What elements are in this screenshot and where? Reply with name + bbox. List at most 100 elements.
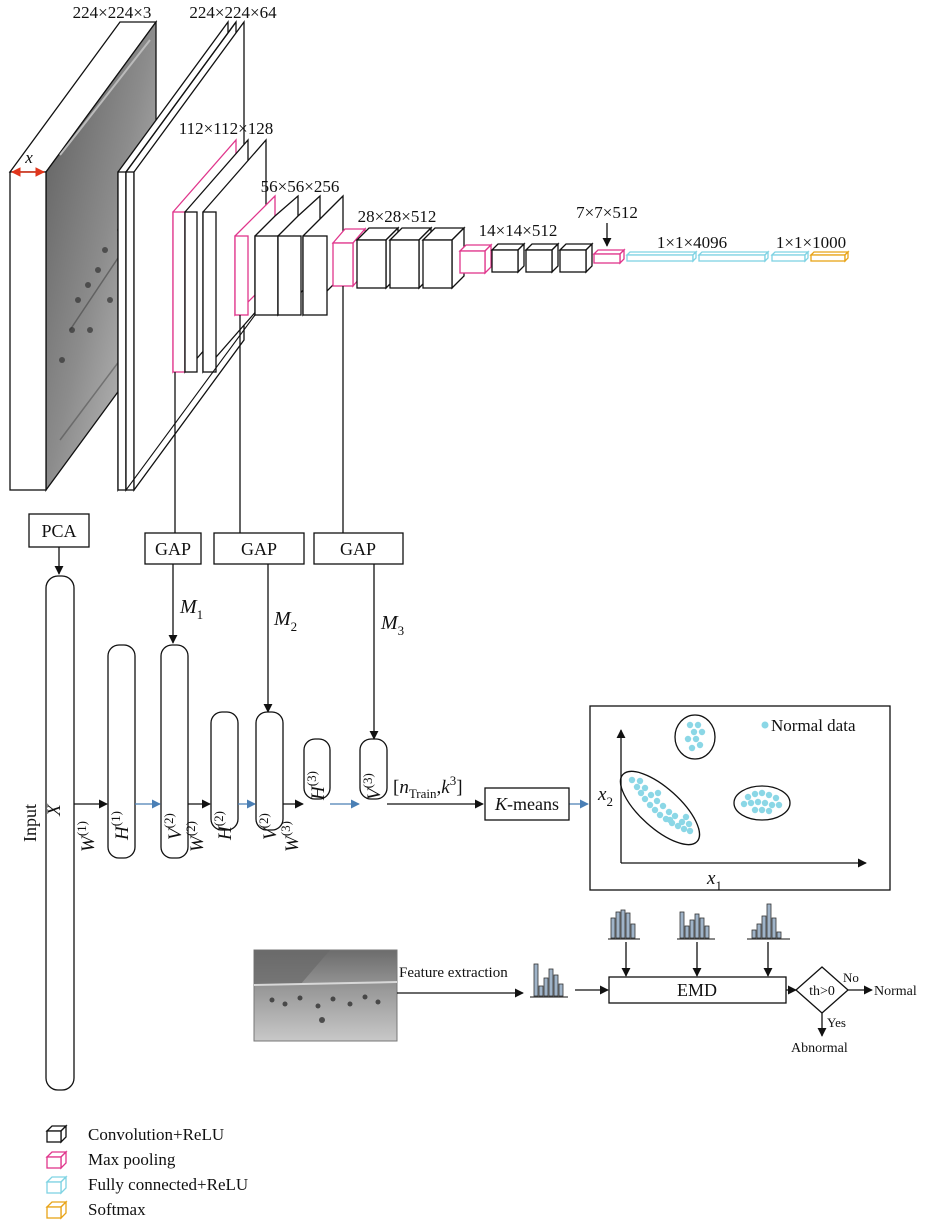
max-pool-5 xyxy=(594,250,624,263)
normal-data-point xyxy=(695,722,701,728)
normal-data-point xyxy=(629,777,635,783)
x-column-label: X xyxy=(44,803,65,817)
v2-column-2 xyxy=(256,712,283,830)
normal-data-point xyxy=(766,808,772,814)
normal-data-point xyxy=(654,798,660,804)
cube-icon-softmax xyxy=(47,1202,66,1218)
cube-icon-fully-connected xyxy=(47,1177,66,1193)
normal-data-point xyxy=(660,803,666,809)
fully-connected-layers xyxy=(627,252,808,261)
dim-label-28x28x512: 28×28×512 xyxy=(358,207,437,226)
histogram-2 xyxy=(677,912,715,939)
normal-data-point xyxy=(759,790,765,796)
legend-item-convolution: Convolution+ReLU xyxy=(47,1125,224,1144)
histogram-3 xyxy=(747,904,790,939)
no-label: No xyxy=(843,970,859,985)
max-pool-2 xyxy=(235,236,248,315)
feature-extraction-label: Feature extraction xyxy=(399,965,508,981)
softmax-layer xyxy=(811,252,848,261)
normal-data-point xyxy=(759,807,765,813)
test-histogram xyxy=(530,964,568,997)
normal-data-point xyxy=(638,790,644,796)
scatter-panel: x2 x1 Normal data xyxy=(590,706,890,893)
test-frame-image xyxy=(254,950,397,1041)
normal-data-point xyxy=(699,729,705,735)
pca-label: PCA xyxy=(41,521,76,541)
normal-data-point xyxy=(762,800,768,806)
legend-label-convolution: Convolution+ReLU xyxy=(88,1125,224,1144)
normal-data-point xyxy=(752,807,758,813)
normal-data-point xyxy=(741,801,747,807)
normal-data-point xyxy=(686,821,692,827)
kmeans-label: K-means xyxy=(494,794,559,814)
gap-label-3: GAP xyxy=(340,539,376,559)
normal-data-point xyxy=(666,809,672,815)
normal-data-point xyxy=(697,742,703,748)
normal-data-point xyxy=(647,802,653,808)
normal-data-point xyxy=(657,812,663,818)
dim-label-1x1x4096: 1×1×4096 xyxy=(657,233,727,252)
w2-label: W(2) xyxy=(183,821,208,852)
dim-label-56x56x256: 56×56×256 xyxy=(261,177,340,196)
legend-item-softmax: Softmax xyxy=(47,1200,146,1219)
vgg-network: x 224×224×3 224×224×64 112×112×128 xyxy=(10,3,848,490)
cube-icon-max-pooling xyxy=(47,1152,66,1168)
x-dimension-label: x xyxy=(24,148,33,167)
histogram-1 xyxy=(608,910,640,939)
normal-data-point xyxy=(642,785,648,791)
m2-label: M2 xyxy=(273,608,297,634)
normal-data-point xyxy=(681,826,687,832)
legend: Convolution+ReLU Max pooling Fully conne… xyxy=(47,1125,248,1219)
yes-label: Yes xyxy=(827,1015,846,1030)
normal-data-point xyxy=(745,794,751,800)
conv-block-4 xyxy=(333,228,464,288)
cube-icon-convolution xyxy=(47,1126,66,1142)
conv-block-5 xyxy=(460,244,592,273)
normal-data-point xyxy=(655,790,661,796)
normal-data-point xyxy=(752,791,758,797)
dim-label-224x224x64: 224×224×64 xyxy=(189,3,277,22)
max-pool-4 xyxy=(460,245,491,273)
legend-dot xyxy=(762,722,769,729)
emd-label: EMD xyxy=(677,980,717,1000)
m1-label: M1 xyxy=(179,596,203,622)
normal-data-point xyxy=(776,802,782,808)
normal-data-point xyxy=(637,778,643,784)
dim-label-224x224x3: 224×224×3 xyxy=(73,3,152,22)
abnormal-output-label: Abnormal xyxy=(791,1041,848,1056)
threshold-label: th>0 xyxy=(809,984,835,999)
dim-label-1x1x1000: 1×1×1000 xyxy=(776,233,846,252)
normal-data-point xyxy=(672,813,678,819)
gap-label-2: GAP xyxy=(241,539,277,559)
ntrain-label: [nTrain,k3] xyxy=(393,773,463,801)
m3-label: M3 xyxy=(380,612,404,638)
normal-data-point xyxy=(773,795,779,801)
legend-item-max-pooling: Max pooling xyxy=(47,1150,176,1169)
normal-data-point xyxy=(634,784,640,790)
normal-output-label: Normal xyxy=(874,984,917,999)
legend-label-fully-connected: Fully connected+ReLU xyxy=(88,1175,248,1194)
normal-data-point xyxy=(648,792,654,798)
normal-data-point xyxy=(683,814,689,820)
normal-data-point xyxy=(679,819,685,825)
normal-data-point xyxy=(766,792,772,798)
legend-item-fully-connected: Fully connected+ReLU xyxy=(47,1175,248,1194)
max-pool-3 xyxy=(333,243,353,286)
dim-label-14x14x512: 14×14×512 xyxy=(479,221,558,240)
normal-data-point xyxy=(755,799,761,805)
input-label: Input xyxy=(20,804,40,842)
normal-data-point xyxy=(693,736,699,742)
w3-label: W(3) xyxy=(278,821,303,852)
legend-normal-data: Normal data xyxy=(771,716,856,735)
normal-data-point xyxy=(687,722,693,728)
normal-data-point xyxy=(687,828,693,834)
normal-data-point xyxy=(667,817,673,823)
normal-data-point xyxy=(689,745,695,751)
normal-data-point xyxy=(642,796,648,802)
max-pool-1 xyxy=(173,212,185,372)
dim-label-112x112x128: 112×112×128 xyxy=(179,119,273,138)
reference-histograms xyxy=(608,904,790,939)
dim-label-7x7x512: 7×7×512 xyxy=(576,203,638,222)
gap-label-1: GAP xyxy=(155,539,191,559)
